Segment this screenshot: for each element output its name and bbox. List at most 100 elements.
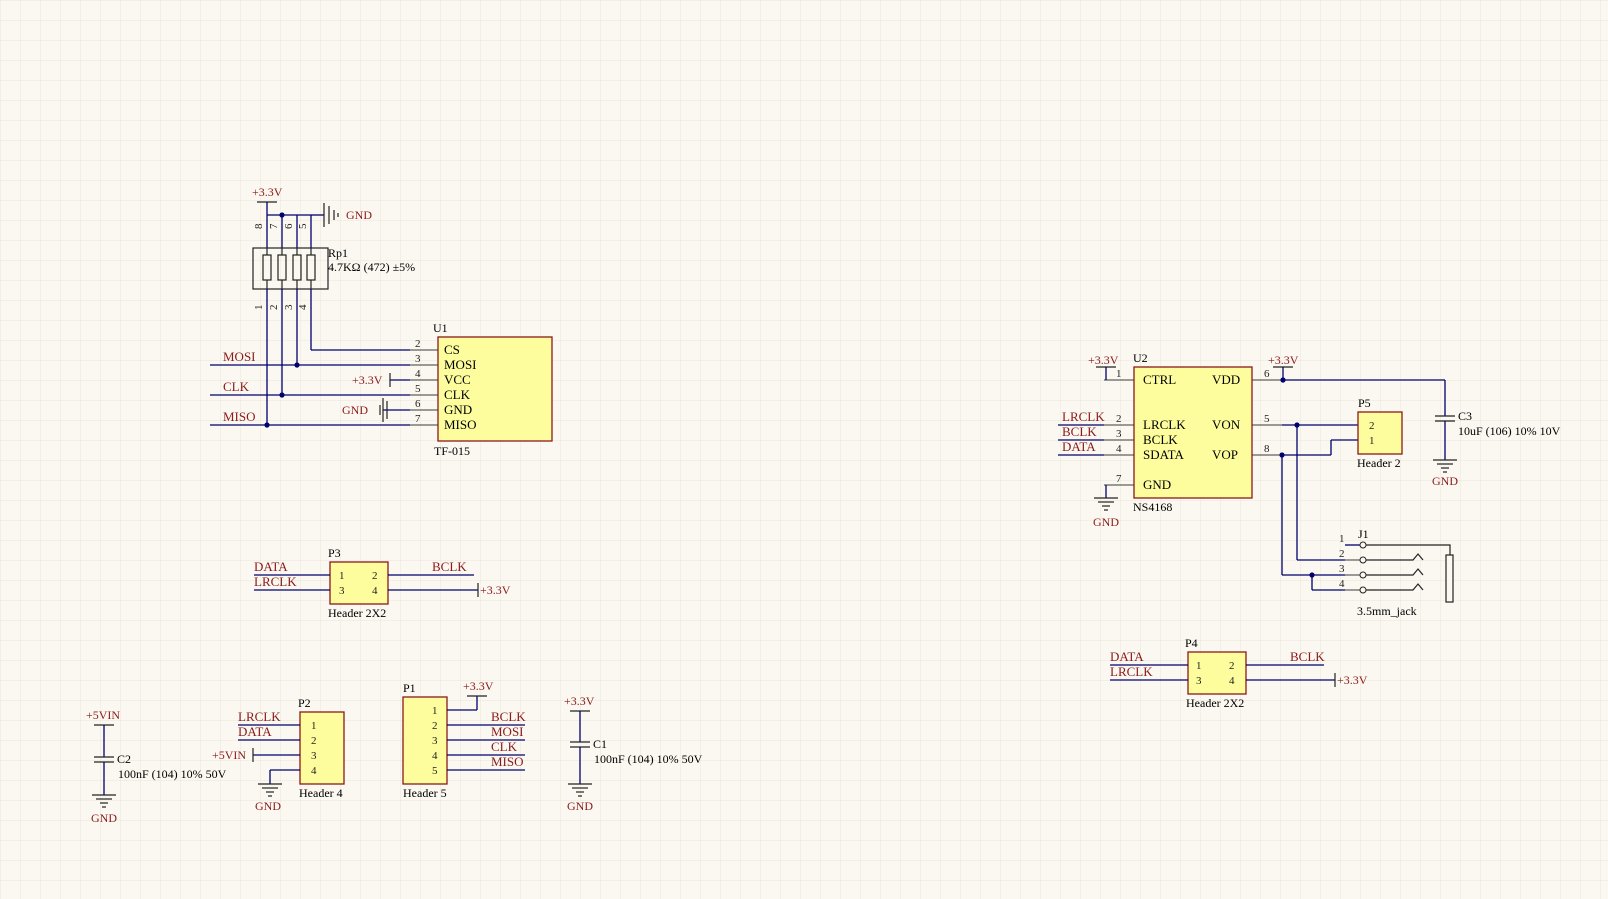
rp1-designator: Rp1 bbox=[328, 246, 348, 260]
pin-number: 2 bbox=[268, 305, 280, 311]
rp1-resistor-network[interactable]: +3.3V GND 8 7 6 5 Rp1 4.7KΩ (472) ±5% 1 … bbox=[252, 185, 415, 310]
pin-name: VCC bbox=[444, 372, 471, 387]
pin-number: 4 bbox=[1229, 675, 1235, 687]
p2-gnd-label: GND bbox=[255, 799, 281, 813]
u2-part: NS4168 bbox=[1133, 500, 1172, 514]
pin-number: 2 bbox=[311, 735, 317, 747]
pin-number: 2 bbox=[1116, 413, 1122, 425]
u1-vcc-power-label: +3.3V bbox=[352, 373, 383, 387]
pin-number: 1 bbox=[1116, 368, 1122, 380]
pin-number: 7 bbox=[415, 413, 421, 425]
pin-number: 3 bbox=[415, 353, 421, 365]
c1-power-label: +3.3V bbox=[564, 694, 595, 708]
c3-value: 10uF (106) 10% 10V bbox=[1458, 424, 1561, 438]
rp1-value: 4.7KΩ (472) ±5% bbox=[328, 260, 415, 274]
jack-sleeve bbox=[1445, 554, 1454, 603]
pin-number: 5 bbox=[297, 223, 309, 229]
p2-power-label: +5VIN bbox=[212, 748, 246, 762]
p5-body bbox=[1357, 411, 1403, 455]
p5-part: Header 2 bbox=[1357, 456, 1401, 470]
pin-number: 4 bbox=[297, 304, 309, 310]
pin-number: 6 bbox=[283, 223, 295, 229]
pin-number: 1 bbox=[311, 720, 317, 732]
c3-designator: C3 bbox=[1458, 409, 1472, 423]
net-label-data: DATA bbox=[238, 724, 272, 739]
pin-number: 4 bbox=[311, 765, 317, 777]
net-label-lrclk: LRCLK bbox=[1062, 409, 1105, 424]
c2-value: 100nF (104) 10% 50V bbox=[118, 767, 227, 781]
p1-header[interactable]: P1 +3.3V BCLK MOSI CLK MISO 1 2 3 4 5 He… bbox=[402, 679, 526, 800]
rp1-body bbox=[252, 247, 329, 290]
p5-header[interactable]: P5 2 1 Header 2 bbox=[1357, 396, 1403, 470]
pin-number: 3 bbox=[283, 304, 295, 310]
pin-number: 1 bbox=[339, 570, 345, 582]
pin-name: SDATA bbox=[1143, 447, 1184, 462]
net-label-bclk: BCLK bbox=[432, 559, 467, 574]
pin-number: 4 bbox=[1116, 443, 1122, 455]
pin-number: 2 bbox=[432, 720, 438, 732]
net-label-mosi: MOSI bbox=[223, 349, 256, 364]
net-label-bclk: BCLK bbox=[491, 709, 526, 724]
net-label-miso: MISO bbox=[491, 754, 524, 769]
c3-capacitor[interactable]: C3 10uF (106) 10% 10V GND bbox=[1432, 380, 1561, 488]
pin-number: 3 bbox=[1196, 675, 1202, 687]
pin-number: 1 bbox=[432, 705, 438, 717]
pin-name: GND bbox=[444, 402, 472, 417]
pin-number: 7 bbox=[1116, 473, 1122, 485]
p4-header[interactable]: P4 DATA LRCLK BCLK +3.3V 1 2 3 4 Header … bbox=[1110, 636, 1368, 710]
pin-number: 6 bbox=[1264, 368, 1270, 380]
net-label-mosi: MOSI bbox=[491, 724, 524, 739]
c2-power-label: +5VIN bbox=[86, 708, 120, 722]
u1-part: TF-015 bbox=[434, 444, 470, 458]
pin-number: 2 bbox=[372, 570, 378, 582]
p1-body bbox=[402, 696, 448, 785]
u1-tf015[interactable]: U1 2 3 4 5 6 7 CS MOSI VCC CLK GND MISO … bbox=[410, 321, 553, 458]
pin-number: 1 bbox=[1196, 660, 1202, 672]
p3-designator: P3 bbox=[328, 546, 341, 560]
pin-number: 2 bbox=[415, 338, 421, 350]
p2-body bbox=[299, 711, 345, 785]
j1-audio-jack[interactable]: J1 1 2 3 4 3.5mm_jack bbox=[1339, 527, 1454, 618]
pin-number: 4 bbox=[372, 585, 378, 597]
p3-part: Header 2X2 bbox=[328, 606, 386, 620]
pin-number: 5 bbox=[432, 765, 438, 777]
pin-number: 1 bbox=[253, 305, 265, 311]
pin-name: MOSI bbox=[444, 357, 477, 372]
net-label-lrclk: LRCLK bbox=[254, 574, 297, 589]
p4-designator: P4 bbox=[1185, 636, 1198, 650]
c2-designator: C2 bbox=[117, 752, 131, 766]
pin-number: 4 bbox=[415, 368, 421, 380]
u1-designator: U1 bbox=[433, 321, 448, 335]
pin-number: 2 bbox=[1229, 660, 1235, 672]
net-label-data: DATA bbox=[254, 559, 288, 574]
p3-header[interactable]: P3 DATA LRCLK BCLK +3.3V 1 2 3 4 Header … bbox=[254, 546, 511, 620]
u2-body bbox=[1133, 366, 1253, 499]
u2-ns4168[interactable]: U2 1 2 3 4 7 CTRL LRCLK BCLK SDATA GND 6… bbox=[1104, 351, 1282, 514]
pin-number: 7 bbox=[268, 223, 280, 229]
rp1-gnd-label: GND bbox=[346, 208, 372, 222]
net-label-clk: CLK bbox=[223, 379, 250, 394]
net-label-clk: CLK bbox=[491, 739, 518, 754]
rp1-3v3-label: +3.3V bbox=[252, 185, 283, 199]
pin-number: 3 bbox=[1116, 428, 1122, 440]
p3-power-label: +3.3V bbox=[480, 583, 511, 597]
p4-part: Header 2X2 bbox=[1186, 696, 1244, 710]
pin-name: VDD bbox=[1212, 372, 1240, 387]
pin-number: 4 bbox=[432, 750, 438, 762]
p2-header[interactable]: P2 LRCLK DATA +5VIN GND 1 2 3 4 Header 4 bbox=[212, 696, 345, 813]
net-label-data: DATA bbox=[1062, 439, 1096, 454]
u2-designator: U2 bbox=[1133, 351, 1148, 365]
pin-number: 4 bbox=[1339, 578, 1345, 590]
p2-part: Header 4 bbox=[299, 786, 343, 800]
pin-number: 3 bbox=[432, 735, 438, 747]
pin-number: 8 bbox=[253, 223, 265, 229]
c1-capacitor[interactable]: +3.3V C1 100nF (104) 10% 50V GND bbox=[564, 694, 703, 813]
pin-name: CTRL bbox=[1143, 372, 1176, 387]
net-label-bclk: BCLK bbox=[1290, 649, 1325, 664]
pin-number: 8 bbox=[1264, 443, 1270, 455]
p3-body bbox=[329, 561, 389, 605]
c2-capacitor[interactable]: +5VIN C2 100nF (104) 10% 50V GND bbox=[86, 708, 227, 825]
pin-number: 5 bbox=[1264, 413, 1270, 425]
net-label-lrclk: LRCLK bbox=[238, 709, 281, 724]
